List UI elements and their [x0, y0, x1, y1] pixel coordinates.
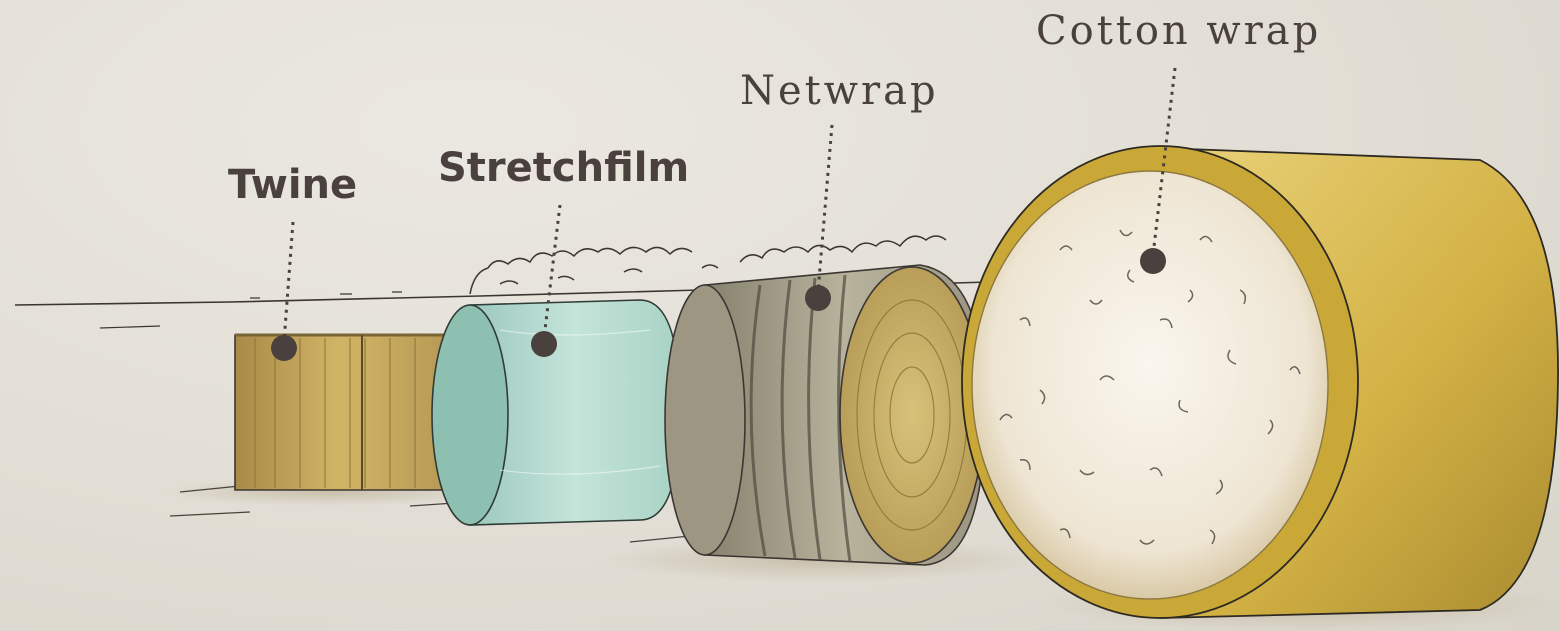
- cotton-wrap-marker: [1140, 248, 1166, 274]
- netwrap-marker: [805, 285, 831, 311]
- stretchfilm-label: Stretchfilm: [438, 145, 689, 191]
- cotton-bale: [962, 146, 1558, 618]
- stretchfilm-bale: [432, 300, 680, 525]
- stretchfilm-marker: [531, 331, 557, 357]
- twine-bale: [235, 335, 445, 490]
- netwrap-bale: [665, 265, 985, 565]
- cotton-wrap-label: Cotton wrap: [1036, 8, 1321, 54]
- twine-marker: [271, 335, 297, 361]
- netwrap-label: Netwrap: [740, 68, 939, 114]
- twine-label: Twine: [228, 162, 357, 208]
